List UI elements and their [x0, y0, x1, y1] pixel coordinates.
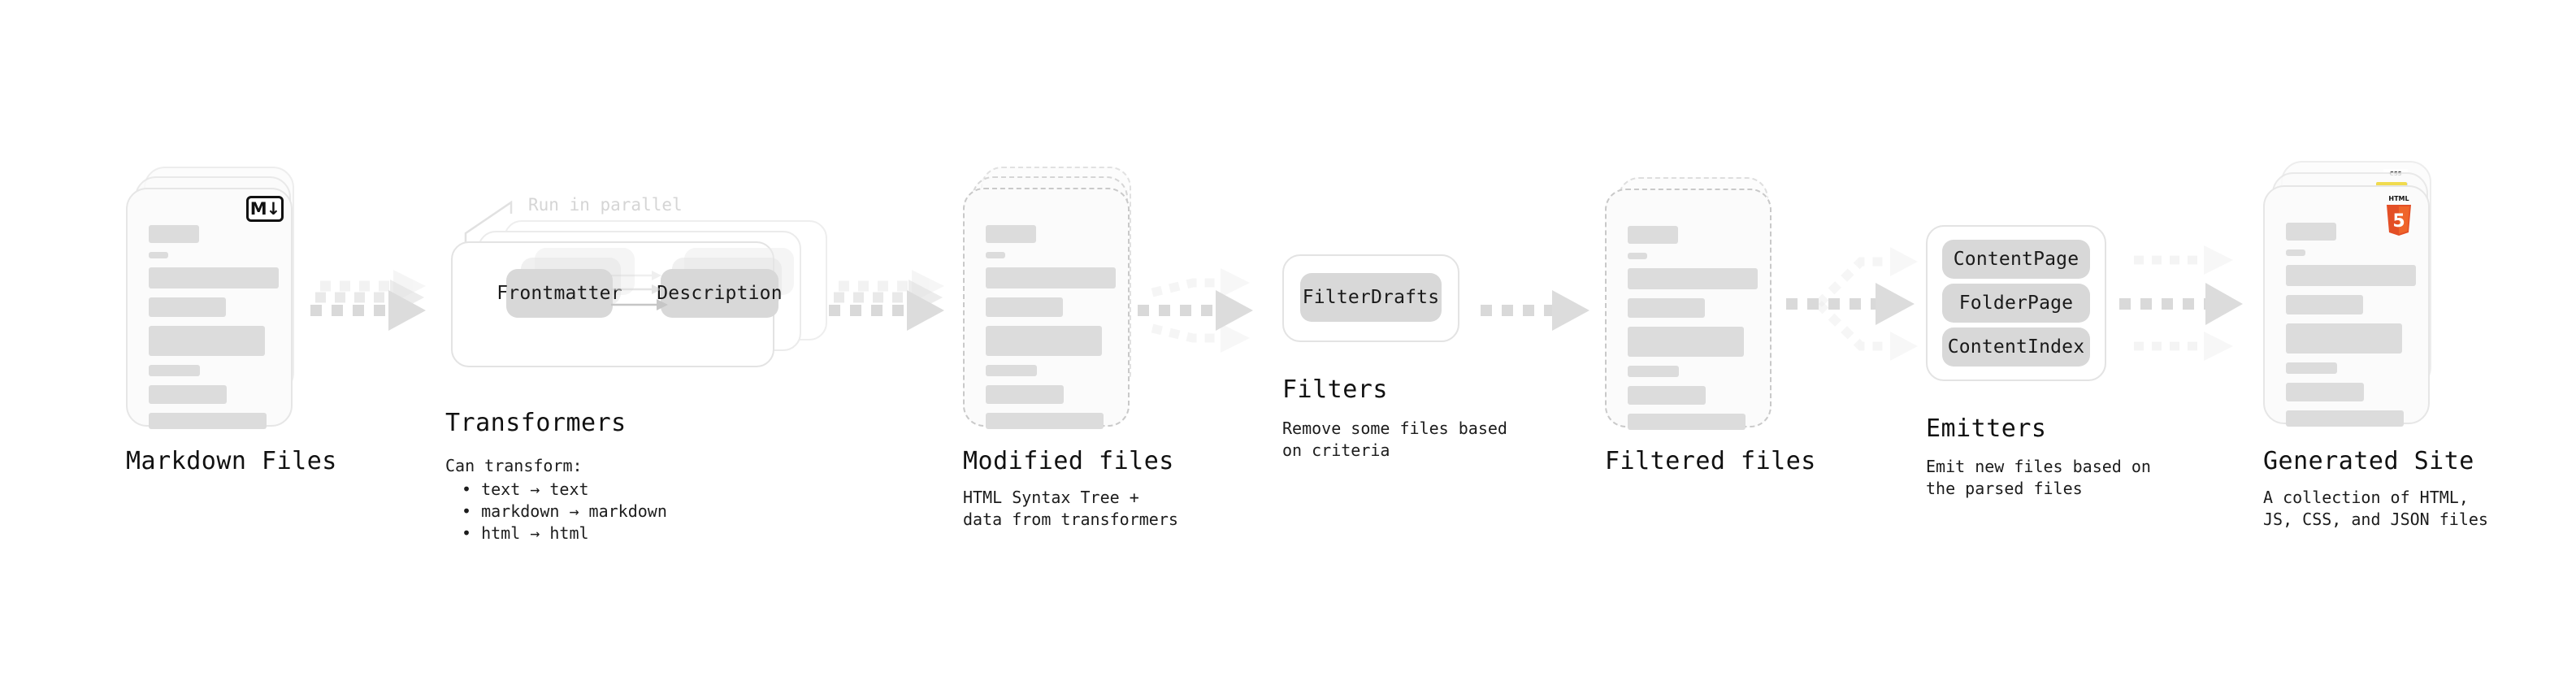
filtered-files-title: Filtered files — [1605, 447, 1816, 475]
modified-files-card — [963, 167, 1138, 429]
filtered-card-front — [1605, 189, 1772, 430]
generated-site-title: Generated Site — [2263, 447, 2474, 475]
transformer-chip-frontmatter[interactable]: Frontmatter — [497, 269, 622, 318]
arrow-transformers-to-modified — [829, 270, 944, 331]
markdown-icon: M↓ — [246, 196, 284, 222]
markdown-card-front — [126, 188, 293, 429]
emitter-chip-contentindex[interactable]: ContentIndex — [1942, 327, 2090, 367]
emitter-chip-contentpage[interactable]: ContentPage — [1942, 240, 2090, 279]
transformers-caption-head: Can transform: — [445, 456, 583, 475]
generated-site-subtitle-1: A collection of HTML, — [2263, 488, 2469, 507]
transformers-caption-item-2: • html → html — [462, 523, 589, 543]
run-in-parallel-label: Run in parallel — [528, 195, 683, 215]
markdown-files-card: M↓ M↓ M↓ — [126, 167, 301, 429]
emitters-subtitle-1: Emit new files based on — [1926, 457, 2151, 476]
generated-skeleton-bars — [2286, 223, 2416, 436]
svg-text:5: 5 — [2392, 211, 2405, 232]
transformer-chip-description[interactable]: Description — [657, 269, 783, 318]
filters-subtitle-2: on criteria — [1282, 440, 1390, 460]
emitters-subtitle-2: the parsed files — [1926, 479, 2083, 498]
arrow-modified-to-filters — [1138, 268, 1253, 353]
arrow-emitters-to-generated — [2119, 245, 2243, 361]
filtered-files-card — [1605, 177, 1780, 430]
svg-text:HTML: HTML — [2388, 195, 2409, 202]
modified-skeleton-bars — [986, 225, 1116, 438]
markdown-skeleton-bars — [149, 225, 279, 438]
modified-files-title: Modified files — [963, 447, 1174, 475]
transformers-caption-item-1: • markdown → markdown — [462, 501, 667, 521]
filters-title: Filters — [1282, 375, 1388, 404]
filters-subtitle-1: Remove some files based — [1282, 419, 1507, 438]
generated-site-card: CSS HTML 5 — [2263, 161, 2446, 429]
transformer-inner-arrows — [611, 271, 668, 310]
modified-card-front — [963, 188, 1130, 429]
emitter-chip-folderpage[interactable]: FolderPage — [1942, 284, 2090, 323]
emitters-title: Emitters — [1926, 414, 2047, 443]
generated-site-subtitle-2: JS, CSS, and JSON files — [2263, 510, 2488, 529]
arrow-markdown-to-transformers — [310, 270, 426, 331]
filter-chip-filterdrafts[interactable]: FilterDrafts — [1300, 273, 1442, 322]
arrow-filters-to-filtered — [1481, 290, 1589, 331]
transformers-caption-item-0: • text → text — [462, 479, 589, 499]
arrow-filtered-to-emitters — [1786, 247, 1918, 361]
transformers-group: Run in parallel Frontmatter Description — [443, 191, 827, 394]
markdown-files-title: Markdown Files — [126, 447, 337, 475]
transformers-title: Transformers — [445, 409, 627, 437]
modified-files-subtitle-1: HTML Syntax Tree + — [963, 488, 1139, 507]
modified-files-subtitle-2: data from transformers — [963, 510, 1178, 529]
filtered-skeleton-bars — [1628, 226, 1758, 439]
html5-icon: HTML 5 — [2387, 195, 2411, 236]
